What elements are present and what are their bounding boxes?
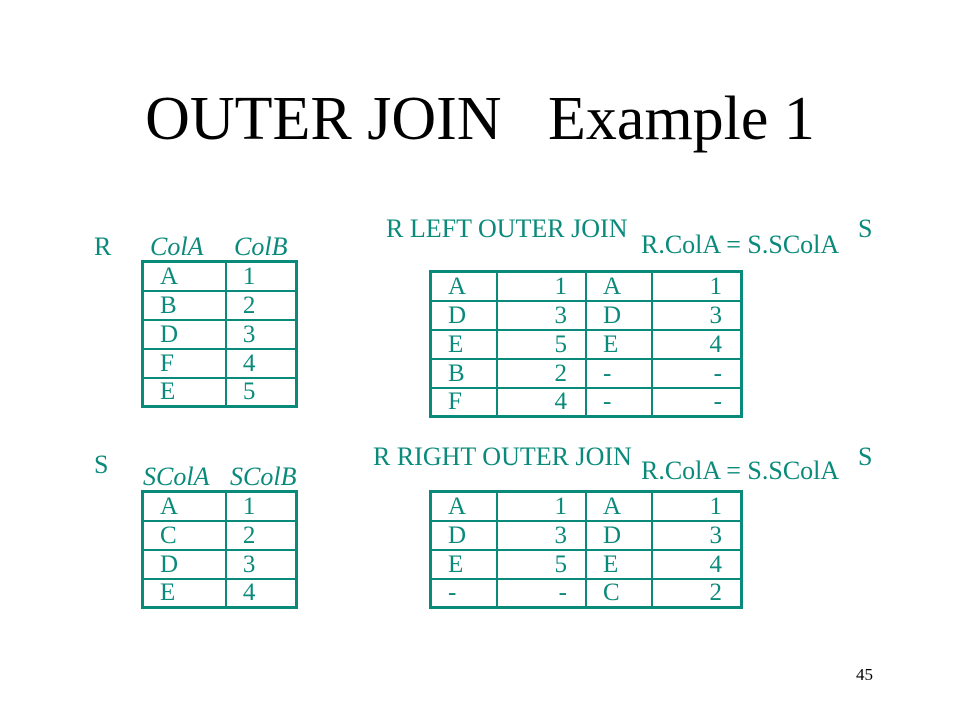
right-join-cell: - — [496, 577, 587, 609]
relation-r-cell: B — [141, 289, 227, 321]
left-join-cell: E — [584, 328, 653, 360]
relation-r-cell: 5 — [224, 376, 298, 408]
left-join-cell: 2 — [496, 357, 587, 389]
right-join-label: R RIGHT OUTER JOIN — [373, 442, 632, 471]
page-title: OUTER JOIN Example 1 — [145, 85, 815, 153]
relation-s-header-scola: SColA — [143, 462, 210, 491]
left-join-cell: - — [650, 357, 743, 389]
left-join-cell: 4 — [650, 328, 743, 360]
right-join-s-label: S — [858, 442, 873, 471]
right-join-cell: 1 — [650, 490, 743, 522]
right-join-cell: A — [429, 490, 499, 522]
relation-s-cell: A — [141, 490, 227, 522]
left-join-condition: R.ColA = S.SColA — [641, 230, 840, 259]
relation-s-cell: E — [141, 577, 227, 609]
right-join-cell: 2 — [650, 577, 743, 609]
right-join-cell: 5 — [496, 548, 587, 580]
relation-s-cell: 3 — [224, 548, 298, 580]
relation-r-header-cola: ColA — [150, 232, 204, 261]
right-join-cell: D — [584, 519, 653, 551]
relation-r-cell: A — [141, 260, 227, 292]
right-join-cell: C — [584, 577, 653, 609]
left-join-cell: 5 — [496, 328, 587, 360]
relation-s-cell: D — [141, 548, 227, 580]
left-join-cell: - — [650, 386, 743, 418]
left-join-cell: F — [429, 386, 499, 418]
relation-s-cell: 1 — [224, 490, 298, 522]
relation-r-cell: 4 — [224, 347, 298, 379]
right-join-cell: E — [429, 548, 499, 580]
left-join-cell: 3 — [496, 299, 587, 331]
relation-s-name: S — [94, 450, 109, 479]
right-join-cell: - — [429, 577, 499, 609]
left-join-cell: A — [429, 270, 499, 302]
left-join-s-label: S — [858, 214, 873, 243]
relation-r-cell: D — [141, 318, 227, 350]
relation-s-header-scolb: SColB — [230, 462, 297, 491]
left-join-cell: 4 — [496, 386, 587, 418]
right-join-cell: A — [584, 490, 653, 522]
relation-r-cell: 2 — [224, 289, 298, 321]
left-join-cell: - — [584, 357, 653, 389]
right-join-cell: 4 — [650, 548, 743, 580]
left-join-cell: 3 — [650, 299, 743, 331]
left-join-cell: A — [584, 270, 653, 302]
relation-r-cell: 1 — [224, 260, 298, 292]
relation-r-name: R — [94, 232, 112, 261]
relation-s-cell: C — [141, 519, 227, 551]
right-join-cell: 3 — [496, 519, 587, 551]
relation-s-cell: 4 — [224, 577, 298, 609]
left-join-cell: D — [429, 299, 499, 331]
relation-r-cell: 3 — [224, 318, 298, 350]
left-join-cell: B — [429, 357, 499, 389]
page-number: 45 — [856, 665, 873, 684]
right-join-cell: E — [584, 548, 653, 580]
relation-r-header-colb: ColB — [234, 232, 288, 261]
right-join-cell: 1 — [496, 490, 587, 522]
left-join-cell: E — [429, 328, 499, 360]
left-join-cell: 1 — [650, 270, 743, 302]
relation-r-cell: F — [141, 347, 227, 379]
relation-s-cell: 2 — [224, 519, 298, 551]
right-join-cell: 3 — [650, 519, 743, 551]
right-join-cell: D — [429, 519, 499, 551]
left-join-cell: 1 — [496, 270, 587, 302]
left-join-label: R LEFT OUTER JOIN — [386, 214, 628, 243]
right-join-condition: R.ColA = S.SColA — [641, 456, 840, 485]
left-join-cell: D — [584, 299, 653, 331]
left-join-cell: - — [584, 386, 653, 418]
relation-r-cell: E — [141, 376, 227, 408]
